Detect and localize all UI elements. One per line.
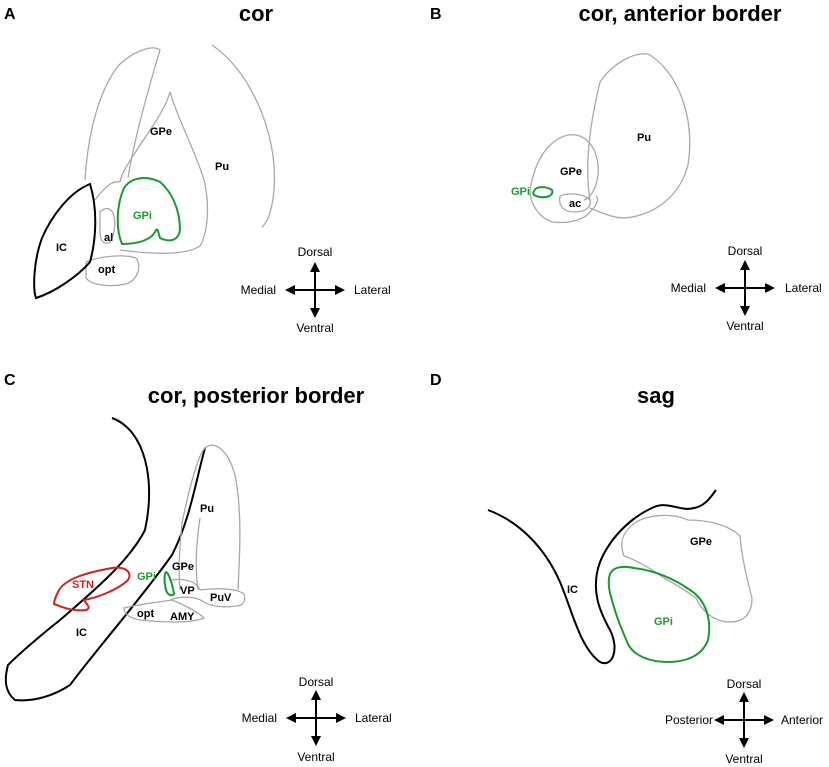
panel-c-opt-amy-outline [123, 599, 206, 623]
panel-d-ic-outline [487, 489, 717, 665]
panel-d-gpe-outline [621, 514, 753, 623]
panel-d-posterior-label: Posterior [665, 713, 713, 727]
panel-c-ic-outline [4, 417, 206, 702]
panel-a-ventral-label: Ventral [296, 321, 333, 335]
panel-b-ac-label: ac [569, 198, 581, 210]
panel-b-ac-outline [558, 193, 591, 213]
panel-c-puv-outline [199, 588, 246, 608]
panel-d-gpi-outline [607, 565, 711, 664]
panel-b-ventral-outline [529, 189, 599, 224]
panel-a-gpi-label: GPi [133, 210, 152, 222]
panel-a-grey-structures [84, 44, 276, 287]
panel-d: D sag GPe GPi IC Dorsal Ventral Posterio… [430, 372, 823, 766]
panel-b-ventral-label: Ventral [726, 319, 763, 333]
panel-b-gpi-label: GPi [511, 186, 530, 198]
panel-c-medial-label: Medial [242, 711, 277, 725]
panel-a-lateral-label: Lateral [354, 283, 391, 297]
panel-a-ic-outline [33, 182, 97, 300]
panel-c-title: cor, posterior border [148, 383, 365, 408]
panel-c-gpi-outline [163, 570, 176, 597]
panel-a-title: cor [239, 1, 274, 26]
panel-c: C cor, posterior border Pu GPe GPi STN V… [4, 372, 392, 764]
panel-b: B cor, anterior border Pu GPe GPi ac Dor… [430, 1, 822, 333]
panel-a-dorsal-label: Dorsal [298, 245, 333, 259]
panel-a-putamen-outline [211, 44, 276, 228]
panel-a-medial-label: Medial [241, 283, 276, 297]
panel-d-ventral-label: Ventral [725, 752, 762, 766]
panel-c-stn-label: STN [72, 579, 94, 591]
panel-a-letter: A [4, 6, 16, 23]
panel-b-letter: B [430, 6, 442, 23]
panel-b-lateral-label: Lateral [785, 281, 822, 295]
panel-d-gpi-label: GPi [654, 616, 673, 628]
panel-d-gpe-label: GPe [690, 536, 712, 548]
panel-c-vp-label: VP [180, 585, 195, 597]
panel-c-lateral-label: Lateral [355, 711, 392, 725]
panel-c-stn-outline [52, 566, 131, 612]
panel-b-gpe-outline [529, 134, 599, 201]
panel-b-medial-label: Medial [671, 281, 706, 295]
panel-a-opt-outline [85, 255, 140, 287]
panel-b-inner-arc [587, 81, 601, 201]
panel-c-orientation-compass: Dorsal Ventral Medial Lateral [242, 675, 392, 764]
panel-a-opt-label: opt [98, 264, 115, 276]
panel-c-gpe-outline [178, 517, 201, 591]
panel-b-title: cor, anterior border [579, 1, 782, 26]
panel-a-gpe-outline [119, 91, 209, 254]
panel-d-letter: D [430, 372, 442, 389]
panel-a-al-outline [99, 207, 116, 244]
panel-b-putamen-outline [589, 53, 691, 219]
panel-c-vp-outline [169, 578, 205, 603]
panel-a-al-label: al [104, 232, 113, 244]
panel-c-puv-label: PuV [210, 592, 232, 604]
panel-a-inner-line [94, 181, 121, 201]
panel-d-dorsal-label: Dorsal [727, 677, 762, 691]
panel-b-gpe-label: GPe [560, 166, 582, 178]
panel-c-opt-label: opt [137, 608, 154, 620]
panel-c-gpe-label: GPe [172, 561, 194, 573]
panel-c-amy-label: AMY [170, 611, 195, 623]
panel-a-orientation-compass: Dorsal Ventral Medial Lateral [241, 245, 391, 335]
panel-c-letter: C [4, 372, 16, 389]
panel-d-ic-label: IC [567, 584, 578, 596]
panel-b-gpi-outline [532, 186, 554, 199]
panel-a-gpi-outline [116, 177, 182, 246]
panel-b-orientation-compass: Dorsal Ventral Medial Lateral [671, 244, 822, 333]
panel-d-anterior-label: Anterior [781, 713, 823, 727]
panel-a-gpe-label: GPe [150, 126, 172, 138]
panel-c-pu-label: Pu [200, 503, 214, 515]
panel-b-pu-label: Pu [637, 132, 651, 144]
panel-d-orientation-compass: Dorsal Ventral Posterior Anterior [665, 677, 823, 766]
panel-b-grey-structures [529, 53, 691, 224]
panel-c-ic-label: IC [76, 627, 87, 639]
panel-a-ic-label: IC [56, 242, 67, 254]
panel-a: A cor GPe Pu GPi IC al opt Dorsal Ventra… [4, 1, 391, 335]
panel-c-dorsal-label: Dorsal [299, 675, 334, 689]
panel-c-ventral-label: Ventral [297, 750, 334, 764]
panel-c-putamen-outline [181, 444, 241, 591]
panel-a-pu-label: Pu [215, 161, 229, 173]
panel-d-title: sag [637, 383, 675, 408]
panel-a-outer-arc [84, 47, 161, 181]
panel-b-dorsal-label: Dorsal [728, 244, 763, 258]
panel-c-gpi-label: GPi [137, 571, 156, 583]
